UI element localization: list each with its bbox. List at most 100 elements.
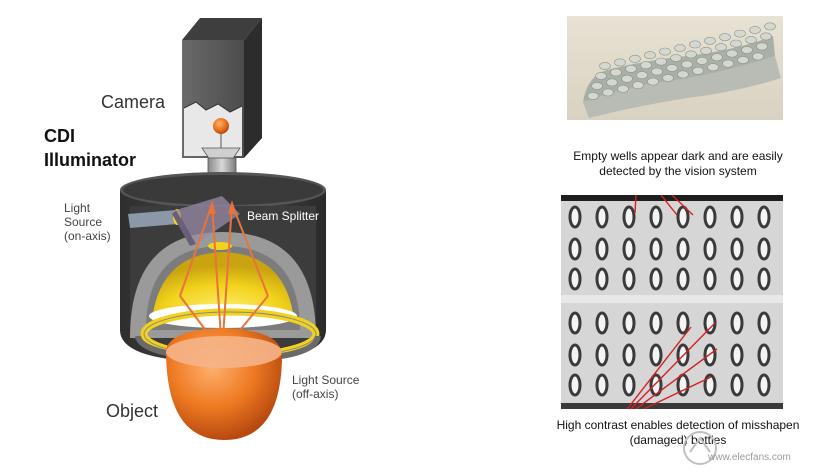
blister-bump [692,66,704,75]
light-source-off-axis-label: Light Source (off-axis) [292,373,359,401]
blister-bump [704,36,716,45]
well [568,343,582,367]
blister-bump [719,33,731,42]
blister-bump [677,70,689,79]
empty-wells-caption: Empty wells appear dark and are easily d… [573,149,783,178]
blister-bump [674,44,686,52]
cdi-illuminator-diagram [120,18,326,440]
blister-bump [752,52,764,61]
illuminator-title-line1: CDI [44,126,75,146]
elecfans-logo-icon [683,431,717,465]
blister-bump [670,54,682,62]
well [622,373,636,397]
blister-bump [741,46,753,54]
blister-bump [599,62,611,70]
well [703,311,717,335]
blister-bump [640,61,652,70]
well [703,373,717,397]
well [730,373,744,397]
blister-bump [756,42,768,51]
well [595,373,609,397]
light-source-on-axis-line1: Light [64,201,91,215]
illuminator-title: CDI Illuminator [44,124,136,172]
well [622,267,636,291]
light-source-off-axis-line2: (off-axis) [292,387,339,401]
well [703,267,717,291]
well [622,205,636,229]
blister-bump [700,46,712,55]
blister-bump [629,54,641,63]
well [757,267,771,291]
blister-bump [632,81,644,90]
well [676,205,690,229]
blister-bump [651,67,663,76]
blister-bump [730,39,742,48]
camera-label: Camera [101,92,166,112]
illuminator-title-line2: Illuminator [44,150,137,170]
blister-bump [614,58,626,67]
well [676,267,690,291]
blister-bump [715,43,727,52]
camera-icon [182,18,262,158]
light-rays [179,200,269,353]
blister-bump [587,92,599,100]
blister-bump [644,51,656,60]
blister-bump [662,74,674,82]
blister-bump [749,26,761,34]
blister-bump [734,29,746,38]
well [595,311,609,335]
well [757,237,771,261]
blister-bump [707,63,719,72]
blister-bump [647,77,659,86]
blister-bump [666,64,678,72]
blister-sheet-photo [567,16,783,120]
blister-bump [606,78,618,87]
well [730,205,744,229]
inspection-image [561,195,783,409]
well [730,343,744,367]
blister-bump [602,88,614,97]
well [649,311,663,335]
blister-bump [726,49,738,58]
blister-bump [685,50,697,59]
well [676,311,690,335]
well [730,237,744,261]
diffuse-dome [130,232,321,364]
well [568,205,582,229]
high-contrast-caption: High contrast enables detection of missh… [556,418,800,447]
well [595,205,609,229]
well [649,205,663,229]
object-sphere-icon [166,328,282,440]
blister-bump [617,84,629,93]
well [757,343,771,367]
blister-bump [591,82,603,90]
blister-bump [689,40,701,49]
blister-bump [636,71,648,80]
well [703,237,717,261]
well [595,267,609,291]
well [703,205,717,229]
well [622,311,636,335]
blister-bump [737,56,749,64]
blister-bump [681,60,693,69]
light-source-off-axis-line1: Light Source [292,373,360,387]
blister-bump [621,74,633,83]
well [568,311,582,335]
well [568,373,582,397]
well [568,237,582,261]
blister-bump [764,22,776,31]
well [730,311,744,335]
blister-bump [745,36,757,44]
blister-bump [595,72,607,80]
light-source-on-axis-line3: (on-axis) [64,229,111,243]
blister-bump [655,57,667,66]
watermark-url: www.elecfans.com [708,452,791,463]
beam-splitter-label: Beam Splitter [247,209,320,223]
blister-bump [760,32,772,41]
light-source-on-axis-line2: Source [64,215,103,229]
well [757,311,771,335]
well [622,343,636,367]
blister-bump [711,53,723,62]
object-label: Object [106,401,159,421]
blister-bump [696,56,708,65]
